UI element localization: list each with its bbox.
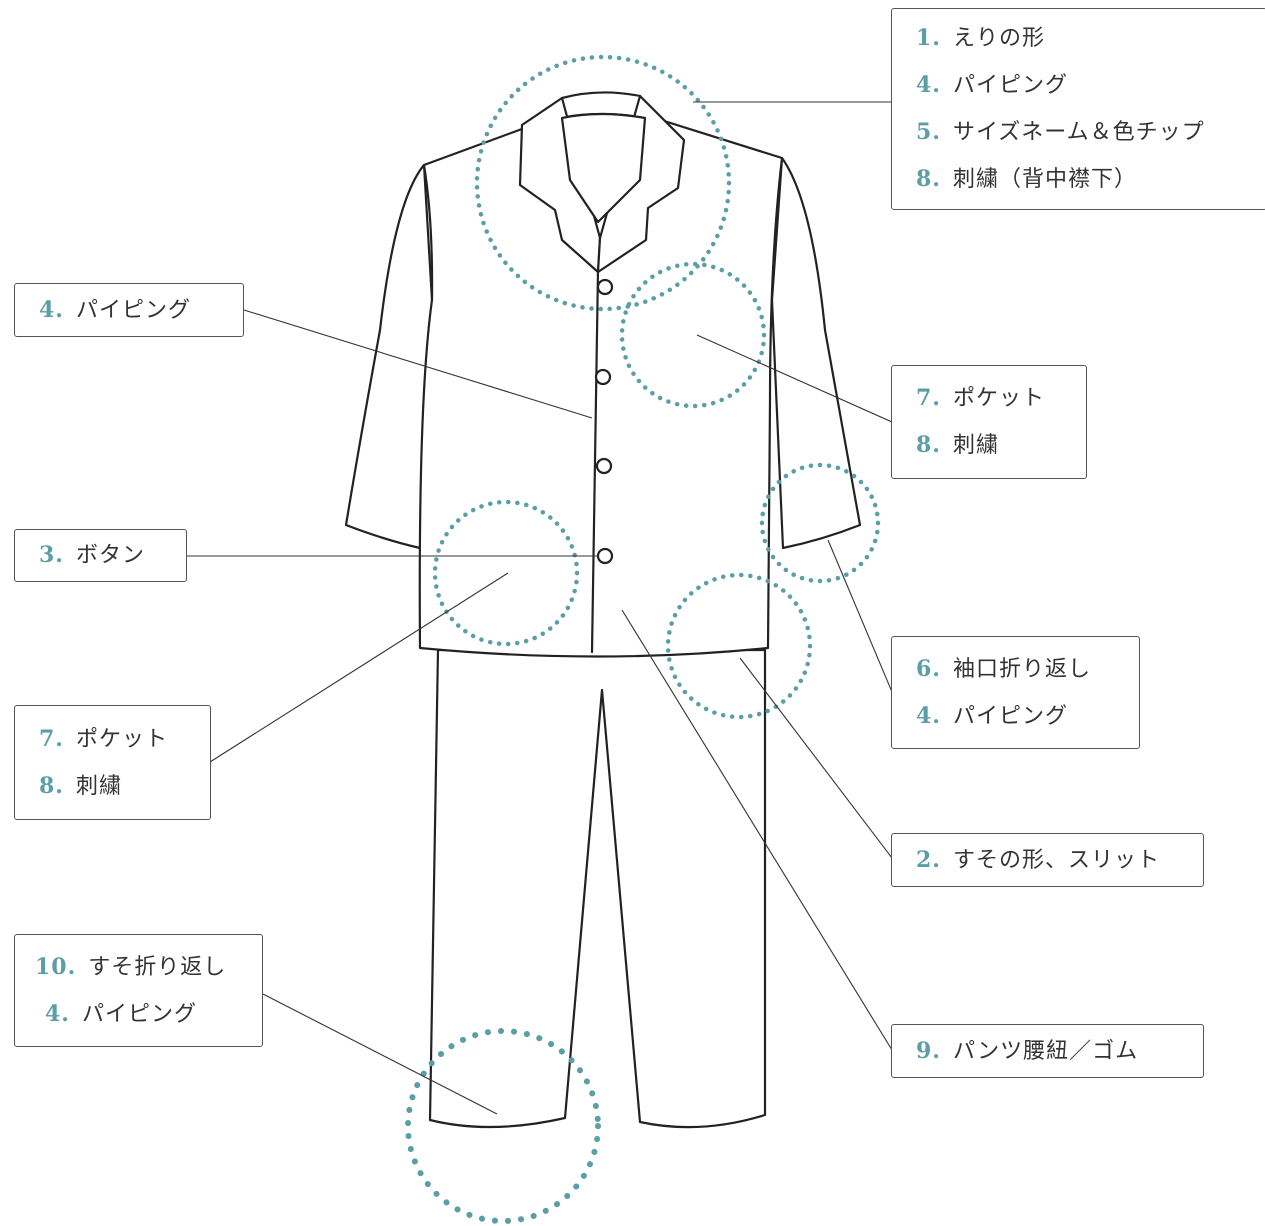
item-number: 7. [39, 725, 64, 752]
callout-chest-pocket: 7. ポケット 8. 刺繍 [891, 365, 1087, 479]
button-2 [594, 368, 612, 386]
leader-hem [739, 657, 893, 859]
button-4 [596, 547, 614, 565]
item-label: 刺繍 [75, 773, 122, 799]
item-number: 8. [916, 166, 941, 192]
item-label: すそ折り返し [88, 954, 227, 980]
item-label: 刺繍（背中襟下） [952, 167, 1137, 192]
item-label: ポケット [75, 726, 168, 752]
left-sleeve [344, 163, 434, 550]
item-label: パイピング [81, 1001, 197, 1027]
item-number: 4. [39, 296, 64, 323]
hem-highlight-circle [665, 572, 813, 720]
item-label: ポケット [952, 386, 1045, 411]
callout-waist: 9. パンツ腰紐／ゴム [891, 1024, 1204, 1078]
callout-item: 8. 刺繍（背中襟下） [916, 156, 1265, 203]
callout-hem-fold: 10. すそ折り返し 4. パイピング [14, 934, 263, 1047]
item-label: パイピング [952, 703, 1068, 729]
callout-item: 2. すその形、スリット [916, 837, 1203, 884]
callout-collar: 1. えりの形 4. パイピング 5. サイズネーム＆色チップ 8. 刺繍（背中襟下） [891, 8, 1265, 210]
leader-cuff [827, 539, 893, 693]
callout-item: 8. 刺繍 [916, 422, 1086, 469]
item-label: 刺繍 [952, 433, 999, 458]
pants-hem-highlight-circle [405, 1028, 601, 1224]
item-label: パイピング [952, 73, 1068, 98]
item-label: すその形、スリット [952, 847, 1160, 873]
callout-item: 4. パイピング [916, 62, 1265, 109]
callout-item: 7. ポケット [916, 375, 1086, 422]
callout-item: 3. ボタン [39, 532, 186, 579]
item-number: 8. [916, 432, 941, 458]
item-label: サイズネーム＆色チップ [952, 120, 1205, 145]
callout-item: 10. すそ折り返し [35, 944, 262, 991]
right-sleeve [770, 156, 862, 550]
callout-item: 5. サイズネーム＆色チップ [916, 109, 1265, 156]
item-number: 4. [916, 702, 941, 729]
leader-front-piping [243, 309, 593, 419]
front-placket [590, 268, 600, 654]
callout-item: 4. パイピング [39, 287, 243, 334]
callout-cuff: 6. 袖口折り返し 4. パイピング [891, 636, 1140, 749]
leader-lines [187, 101, 893, 1115]
leader-waist [621, 609, 893, 1051]
callout-hem: 2. すその形、スリット [891, 833, 1204, 887]
item-label: パンツ腰紐／ゴム [952, 1038, 1139, 1064]
item-label: えりの形 [952, 26, 1045, 51]
item-label: パイピング [75, 297, 191, 323]
item-number: 1. [916, 25, 941, 51]
callout-item: 4. パイピング [916, 693, 1139, 740]
callout-item: 6. 袖口折り返し [916, 646, 1139, 693]
pants-outline [428, 648, 767, 1129]
collar-highlight-circle [474, 54, 732, 312]
leader-chest-pocket [696, 334, 893, 423]
highlight-circles [405, 54, 881, 1224]
item-number: 4. [916, 72, 941, 98]
leader-pants-hem [262, 993, 498, 1115]
callout-item: 9. パンツ腰紐／ゴム [916, 1028, 1203, 1075]
button-3 [595, 457, 613, 475]
item-label: 袖口折り返し [952, 656, 1091, 682]
item-number: 9. [916, 1037, 941, 1064]
chest-pocket-highlight-circle [619, 261, 767, 409]
leader-lower-pocket [209, 572, 509, 763]
item-number: 3. [39, 542, 64, 568]
callout-lower-pocket: 7. ポケット 8. 刺繍 [14, 705, 211, 820]
callout-button: 3. ボタン [14, 529, 187, 582]
pajama-illustration [344, 91, 862, 1129]
item-number: 10. [35, 953, 77, 980]
callout-item: 4. パイピング [35, 991, 262, 1038]
callout-item: 1. えりの形 [916, 15, 1265, 62]
item-number: 8. [39, 772, 64, 799]
callout-front-piping: 4. パイピング [14, 283, 244, 337]
callout-item: 7. ポケット [39, 716, 210, 763]
button-1 [596, 278, 614, 296]
lower-pocket-highlight-circle [432, 499, 580, 647]
item-number: 6. [916, 655, 941, 682]
item-label: ボタン [75, 543, 145, 568]
item-number: 2. [916, 846, 941, 873]
item-number: 5. [916, 119, 941, 145]
cuff-highlight-circle [759, 462, 881, 584]
jacket-body [418, 113, 784, 658]
item-number: 4. [45, 1000, 70, 1027]
inner-collar [560, 112, 647, 224]
item-number: 7. [916, 385, 941, 411]
right-lapel [596, 94, 686, 274]
callout-item: 8. 刺繍 [39, 763, 210, 810]
